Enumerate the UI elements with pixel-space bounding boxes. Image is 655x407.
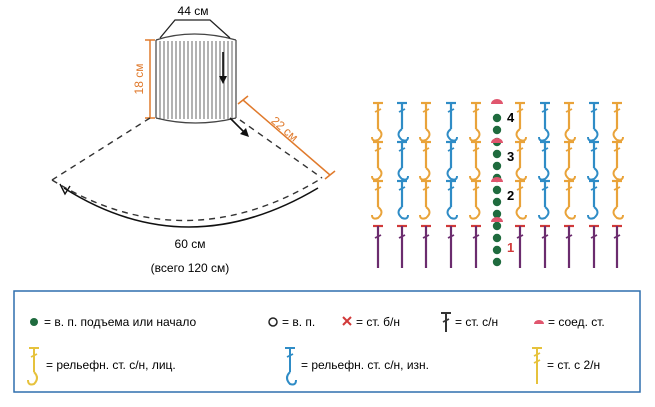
post-stitch-symbol	[612, 101, 624, 142]
down-arrow-icon	[219, 76, 227, 84]
post-stitch-symbol	[587, 140, 599, 181]
top-width-label: 44 см	[178, 4, 209, 18]
post-stitch-symbol	[469, 140, 481, 181]
treble-crochet-icon	[532, 347, 542, 384]
post-stitch-symbol	[397, 101, 409, 142]
post-stitch-symbol	[419, 179, 431, 220]
front-post-dc-icon	[27, 347, 39, 386]
chain-dot	[492, 185, 502, 195]
legend-frame	[13, 290, 641, 393]
legend-dc: = ст. с/н	[455, 315, 498, 329]
post-stitch-symbol	[538, 101, 550, 142]
post-stitch-symbol	[564, 179, 576, 220]
base-dc-symbol	[373, 224, 383, 268]
post-stitch-symbol	[469, 101, 481, 142]
post-stitch-symbol	[397, 179, 409, 220]
skirt-schematic: 44 см 18 см 22 см 60 см (всего 120 см)	[51, 4, 336, 275]
row-number-1: 1	[507, 240, 514, 255]
post-stitch-symbol	[515, 140, 527, 181]
yoke-bottom-edge	[155, 117, 237, 124]
post-stitch-symbol	[538, 179, 550, 220]
chain-dot	[492, 257, 502, 267]
post-stitch-symbol	[371, 179, 383, 220]
chain-dot	[492, 233, 502, 243]
slip-stitch-mark	[491, 177, 503, 182]
legend-ch-lift: = в. п. подъема или начало	[44, 315, 196, 329]
legend-sc: = ст. б/н	[356, 315, 400, 329]
chain-dot	[492, 113, 502, 123]
yoke-top-edge	[155, 33, 237, 41]
chain-dot	[492, 149, 502, 159]
skirt-left-side	[51, 117, 151, 181]
chain-dot	[492, 209, 502, 219]
post-stitch-symbol	[515, 101, 527, 142]
post-stitch-symbol	[612, 179, 624, 220]
legend-ch: = в. п.	[282, 315, 315, 329]
legend-bpdc: = рельефн. ст. с/н, изн.	[301, 358, 429, 372]
legend-box: = в. п. подъема или начало = в. п. = ст.…	[13, 290, 641, 393]
total-width-label: (всего 120 см)	[151, 261, 230, 275]
post-stitch-symbol	[371, 101, 383, 142]
single-crochet-icon	[342, 316, 352, 326]
row-number-labels: 4 3 2 1	[507, 110, 515, 255]
slip-stitch-icon	[534, 320, 544, 324]
chain-lift-icon	[30, 318, 38, 326]
chain-icon	[268, 317, 278, 327]
base-dc-symbol	[564, 224, 574, 268]
chain-dot	[492, 221, 502, 231]
chain-dot	[492, 125, 502, 135]
base-dc-symbol	[446, 224, 456, 268]
base-dc-symbol	[515, 224, 525, 268]
slip-stitch-mark	[491, 99, 503, 104]
post-stitch-symbol	[564, 101, 576, 142]
base-dc-symbol	[397, 224, 407, 268]
diagonal-arrow-icon	[240, 128, 249, 137]
back-post-dc-icon	[285, 347, 297, 386]
slip-stitch-mark	[491, 138, 503, 143]
top-width-bracket	[159, 19, 231, 39]
skirt-hem-dashed	[51, 177, 323, 222]
post-stitch-symbol	[371, 140, 383, 181]
diagonal-arrow-line	[229, 117, 245, 133]
slope-dimension-line	[242, 99, 331, 176]
chain-dot	[492, 161, 502, 171]
post-stitch-symbol	[446, 179, 458, 220]
post-stitch-symbol	[469, 179, 481, 220]
post-stitch-symbol	[419, 101, 431, 142]
double-crochet-icon	[441, 312, 451, 332]
post-stitch-symbol	[587, 179, 599, 220]
slip-stitch-mark	[491, 217, 503, 222]
base-dc-symbol	[421, 224, 431, 268]
post-stitch-symbol	[538, 140, 550, 181]
base-dc-symbol	[612, 224, 622, 268]
post-stitch-symbol	[446, 101, 458, 142]
base-dc-symbol	[540, 224, 550, 268]
base-dc-symbol	[471, 224, 481, 268]
row-number-3: 3	[507, 149, 514, 164]
bottom-width-label: 60 см	[175, 237, 206, 251]
row-number-2: 2	[507, 188, 514, 203]
post-stitch-symbol	[564, 140, 576, 181]
slope-label: 22 см	[268, 114, 301, 145]
post-stitch-symbol	[587, 101, 599, 142]
height-label: 18 см	[132, 64, 146, 95]
legend-slst: = соед. ст.	[548, 315, 605, 329]
stitch-chart	[371, 99, 624, 268]
post-stitch-symbol	[446, 140, 458, 181]
chain-dot	[492, 245, 502, 255]
post-stitch-symbol	[397, 140, 409, 181]
skirt-right-side	[239, 119, 323, 179]
post-stitch-symbol	[515, 179, 527, 220]
chain-dot	[492, 197, 502, 207]
post-stitch-symbol	[419, 140, 431, 181]
legend-fpdc: = рельефн. ст. с/н, лиц.	[46, 358, 176, 372]
base-dc-symbol	[589, 224, 599, 268]
legend-tr: = ст. с 2/н	[547, 358, 600, 372]
post-stitch-symbol	[612, 140, 624, 181]
row-number-4: 4	[507, 110, 515, 125]
bottom-width-arc	[63, 187, 319, 228]
